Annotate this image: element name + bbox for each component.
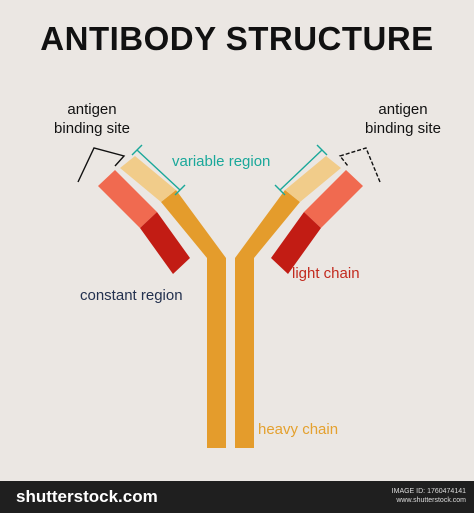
antigen-binding-site-label-right: antigen binding site <box>343 100 463 138</box>
antigen-bracket-right <box>338 147 381 183</box>
variable-region-heavy-right <box>285 156 341 202</box>
antigen-left-line2: binding site <box>54 120 130 137</box>
variable-region-heavy-left <box>120 156 176 202</box>
antigen-right-line2: binding site <box>365 120 441 137</box>
heavy-chain-label: heavy chain <box>258 421 339 438</box>
antigen-bracket-left <box>77 147 126 183</box>
light-chain-label: light chain <box>292 265 360 282</box>
antigen-left-line1: antigen <box>67 101 117 118</box>
variable-marker-right-cap2 <box>274 184 286 196</box>
variable-marker-left-cap2 <box>174 184 186 196</box>
page-title: ANTIBODY STRUCTURE <box>40 20 434 57</box>
light-chain-variable-right <box>304 170 363 228</box>
antigen-binding-site-label-left: antigen binding site <box>32 100 152 138</box>
variable-marker-right-cap1 <box>316 144 328 156</box>
constant-region-label: constant region <box>80 287 183 304</box>
image-id: IMAGE ID: 1760474141 www.shutterstock.co… <box>392 487 466 505</box>
footer-bar: shutterstock.com IMAGE ID: 1760474141 ww… <box>0 481 474 513</box>
light-chain-variable-left <box>98 170 157 228</box>
footer-site: www.shutterstock.com <box>396 497 466 504</box>
heavy-chain-stem-right <box>235 258 254 448</box>
variable-region-label: variable region <box>172 153 271 170</box>
variable-marker-left <box>136 149 181 191</box>
antigen-right-line1: antigen <box>378 101 428 118</box>
heavy-chain-stem-left <box>207 258 226 448</box>
light-chain-constant-left <box>140 212 190 274</box>
heavy-chain-arm-right <box>235 190 300 258</box>
variable-marker-left-cap1 <box>131 144 143 156</box>
image-id-label: IMAGE ID: 1760474141 <box>391 488 466 495</box>
shutterstock-logo: shutterstock.com <box>16 487 158 506</box>
heavy-chain-arm-left <box>161 190 226 258</box>
light-chain-constant-right <box>271 212 321 274</box>
variable-marker-right <box>279 149 323 191</box>
